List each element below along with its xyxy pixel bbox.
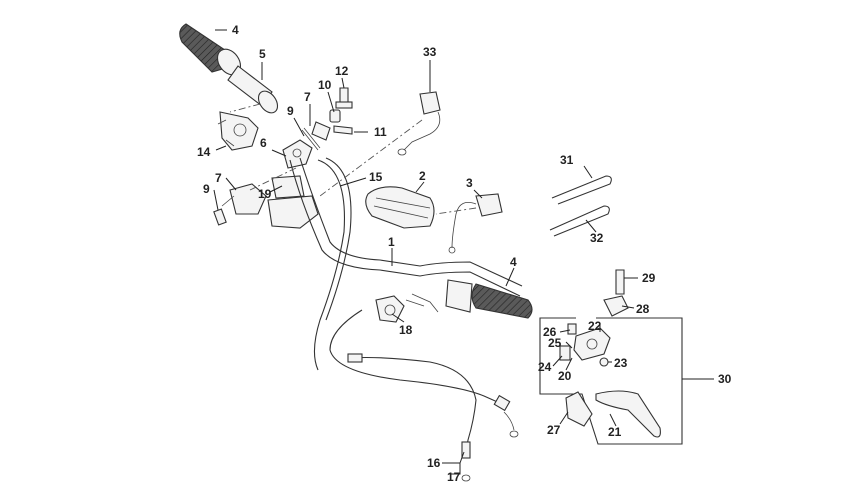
- callout-30: 30: [718, 372, 732, 386]
- handlebar-mount: [267, 175, 319, 229]
- callout-14: 14: [197, 145, 211, 159]
- callout-25: 25: [548, 336, 562, 350]
- callout-2: 2: [419, 169, 426, 183]
- throttle-housing: [217, 111, 259, 151]
- clutch-perch: [375, 293, 439, 323]
- throttle-tube: [227, 65, 279, 114]
- callout-9: 9: [203, 182, 210, 196]
- left-grip: [179, 23, 242, 76]
- callout-26: 26: [543, 325, 557, 339]
- callout-32: 32: [590, 231, 604, 245]
- callout-13: 12: [335, 64, 349, 78]
- small-parts: [301, 87, 353, 151]
- bolt-9: [213, 195, 235, 226]
- callout-5: 5: [259, 47, 266, 61]
- callout-11: 10: [318, 78, 332, 92]
- switch-3: [448, 193, 503, 254]
- callout-7: 7: [215, 171, 222, 185]
- callout-16: 16: [427, 456, 441, 470]
- handlebar-pad: [365, 186, 435, 229]
- callout-15: 15: [369, 170, 383, 184]
- callout-19: 19: [258, 187, 272, 201]
- lever-group-box: [539, 317, 683, 445]
- pins: [549, 175, 612, 237]
- right-grip: [445, 279, 533, 319]
- callout-6: 6: [260, 136, 267, 150]
- dashed-connectors: [229, 103, 477, 215]
- cables: [313, 157, 519, 482]
- callout-labels: 4 5 12 10 7 9 11 33 14 6 7 9 19 15 2 3 1…: [197, 23, 732, 484]
- callout-22: 22: [588, 319, 602, 333]
- callout-12: 11: [374, 125, 387, 139]
- clamp-upper: [282, 139, 313, 169]
- leader-lines: [213, 29, 714, 475]
- callout-10: 9: [287, 104, 294, 118]
- callout-21: 21: [608, 425, 622, 439]
- callout-20: 20: [558, 369, 572, 383]
- callout-4b: 4: [510, 255, 517, 269]
- callout-1: 1: [388, 235, 395, 249]
- callout-4a: 4: [232, 23, 239, 37]
- clamp-lower: [229, 183, 267, 215]
- switch-33: [397, 91, 441, 156]
- callout-3: 3: [466, 176, 473, 190]
- callout-17: 17: [447, 470, 461, 484]
- callout-8: 7: [304, 90, 311, 104]
- callout-24: 24: [538, 360, 552, 374]
- callout-29: 29: [642, 271, 656, 285]
- callout-18: 18: [399, 323, 413, 337]
- lever-assembly: [559, 269, 661, 438]
- callout-33: 33: [423, 45, 437, 59]
- callout-27: 27: [547, 423, 561, 437]
- callout-31: 31: [560, 153, 574, 167]
- callout-23: 23: [614, 356, 628, 370]
- callout-28: 28: [636, 302, 650, 316]
